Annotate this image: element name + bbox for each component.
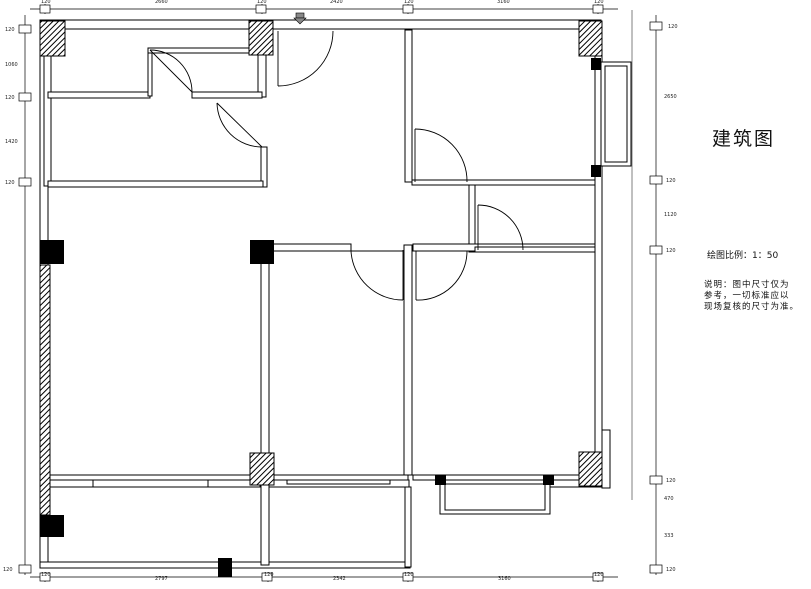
top-dimensions: 120 2660 120 2420 120 3160 120 bbox=[41, 0, 604, 5]
dim-right-4: 1120 bbox=[664, 212, 677, 218]
hatched-columns bbox=[39, 20, 603, 516]
dim-top-4: 2420 bbox=[330, 0, 343, 5]
note-line-1: 说明：图中尺寸仅为 bbox=[704, 280, 790, 290]
drawing-scale: 绘图比例：1：50 bbox=[707, 251, 779, 261]
dim-right-5: 120 bbox=[666, 248, 676, 254]
dim-bottom-2: 2797 bbox=[155, 576, 168, 582]
dim-bottom-1: 120 bbox=[41, 572, 51, 578]
left-dimensions: 120 1060 120 1420 120 120 bbox=[3, 27, 18, 573]
entrance-arrow-icon bbox=[293, 12, 307, 25]
dim-bottom-5: 120 bbox=[404, 572, 414, 578]
dim-right-1: 120 bbox=[668, 24, 678, 30]
dim-left-5: 120 bbox=[5, 180, 15, 186]
dim-left-1: 120 bbox=[5, 27, 15, 33]
drawing-note: 说明：图中尺寸仅为 参考，一切标准应以 现场复核的尺寸为准。 bbox=[704, 280, 799, 313]
dim-right-3: 120 bbox=[666, 178, 676, 184]
bottom-dimensions: 120 2797 120 2342 120 3160 120 bbox=[41, 572, 604, 582]
drawing-title: 建筑图 bbox=[712, 128, 776, 150]
balconies bbox=[439, 61, 632, 515]
dim-top-7: 120 bbox=[594, 0, 604, 5]
dimension-tick-boxes bbox=[18, 4, 663, 582]
dim-left-4: 1420 bbox=[5, 139, 18, 145]
dim-bottom-3: 120 bbox=[264, 572, 274, 578]
doors bbox=[149, 30, 524, 301]
dim-left-6: 120 bbox=[3, 567, 13, 573]
dim-bottom-7: 120 bbox=[594, 572, 604, 578]
dim-top-3: 120 bbox=[257, 0, 267, 5]
dim-right-6: 120 bbox=[666, 478, 676, 484]
dimension-lines bbox=[24, 4, 657, 582]
dim-bottom-6: 3160 bbox=[498, 576, 511, 582]
dim-top-5: 120 bbox=[404, 0, 414, 5]
dim-top-6: 3160 bbox=[497, 0, 510, 5]
dim-top-2: 2660 bbox=[155, 0, 168, 5]
note-line-3: 现场复核的尺寸为准。 bbox=[704, 302, 800, 312]
dim-right-9: 120 bbox=[666, 567, 676, 573]
columns bbox=[40, 58, 601, 577]
dim-left-2: 1060 bbox=[5, 62, 18, 68]
dim-left-3: 120 bbox=[5, 95, 15, 101]
dim-bottom-4: 2342 bbox=[333, 576, 346, 582]
dim-right-7: 470 bbox=[664, 496, 674, 502]
dim-top-1: 120 bbox=[41, 0, 51, 5]
note-line-2: 参考，一切标准应以 bbox=[704, 291, 790, 301]
dim-right-2: 2650 bbox=[664, 94, 677, 100]
right-dimensions: 120 2650 120 1120 120 120 470 333 120 bbox=[664, 24, 678, 573]
dim-right-8: 333 bbox=[664, 533, 674, 539]
